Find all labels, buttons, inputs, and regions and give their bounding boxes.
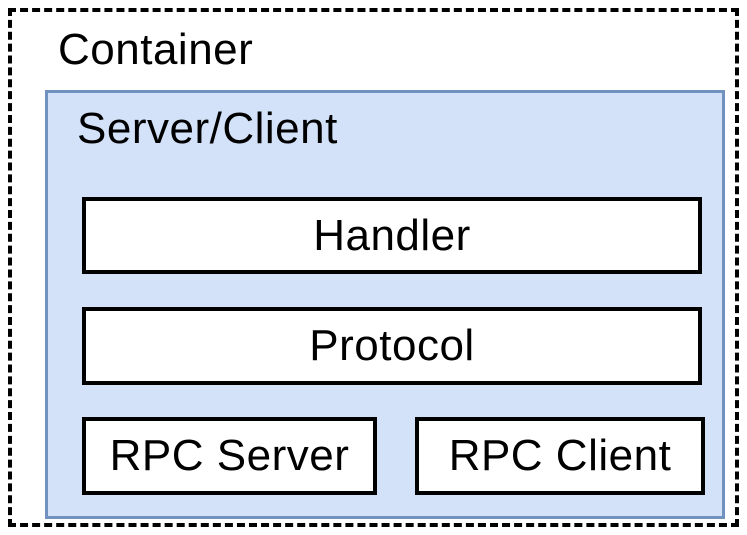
container-group: Container Server/Client Handler Protocol… bbox=[8, 8, 739, 527]
container-label: Container bbox=[58, 25, 254, 74]
rpc-client-box: RPC Client bbox=[415, 417, 705, 495]
server-client-group: Server/Client Handler Protocol RPC Serve… bbox=[45, 90, 725, 519]
protocol-box: Protocol bbox=[82, 307, 702, 385]
handler-box: Handler bbox=[82, 197, 702, 274]
server-client-label: Server/Client bbox=[77, 104, 338, 153]
rpc-server-box: RPC Server bbox=[82, 417, 377, 495]
